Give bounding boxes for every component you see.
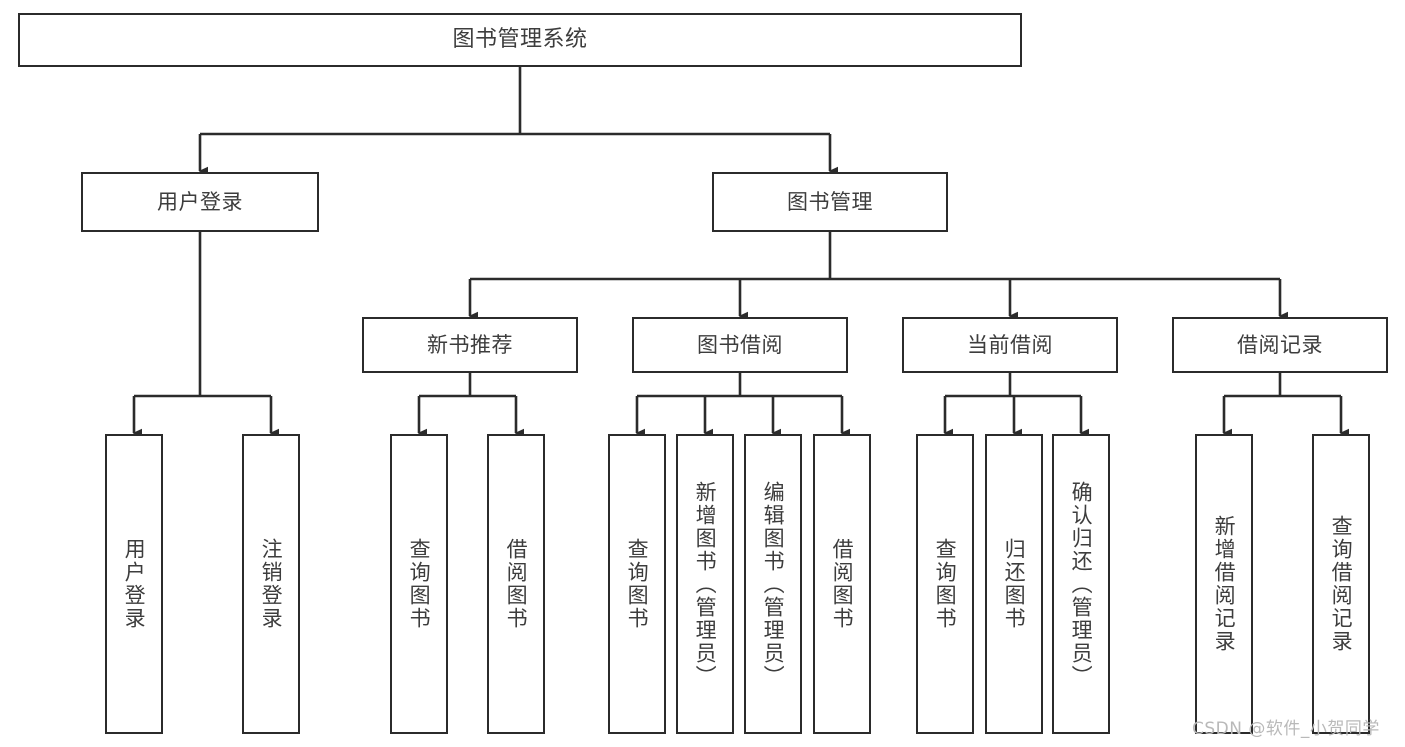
node-user-login[interactable]: 用户登录 [81,172,319,232]
node-leaf-add-record[interactable]: 新增借阅记录 [1195,434,1253,734]
node-leaf-borrow-book-1[interactable]: 借阅图书 [487,434,545,734]
node-leaf-edit-book[interactable]: 编辑图书（管理员） [744,434,802,734]
node-leaf-borrow-book-2[interactable]: 借阅图书 [813,434,871,734]
node-book-manage[interactable]: 图书管理 [712,172,948,232]
node-leaf-query-book-3[interactable]: 查询图书 [916,434,974,734]
node-leaf-return-book[interactable]: 归还图书 [985,434,1043,734]
node-leaf-query-book-2[interactable]: 查询图书 [608,434,666,734]
node-leaf-user-logout[interactable]: 注销登录 [242,434,300,734]
node-label: 图书借阅 [697,332,783,357]
node-label: 查询图书 [407,538,432,630]
node-label: 用户登录 [157,189,243,214]
node-label: 当前借阅 [967,332,1053,357]
node-leaf-query-record[interactable]: 查询借阅记录 [1312,434,1370,734]
node-label: 编辑图书（管理员） [761,480,786,688]
node-label: 新增图书（管理员） [693,480,718,688]
node-book-borrow[interactable]: 图书借阅 [632,317,848,373]
node-label: 新增借阅记录 [1212,515,1237,653]
node-label: 图书管理 [787,189,873,214]
node-label: 查询借阅记录 [1329,515,1354,653]
node-new-book-rec[interactable]: 新书推荐 [362,317,578,373]
node-label: 归还图书 [1002,538,1027,630]
node-label: 查询图书 [933,538,958,630]
node-label: 图书管理系统 [452,27,588,53]
node-leaf-query-book-1[interactable]: 查询图书 [390,434,448,734]
node-label: 注销登录 [259,538,284,630]
node-label: 确认归还（管理员） [1069,480,1094,688]
node-label: 新书推荐 [427,332,513,357]
node-label: 借阅记录 [1237,332,1323,357]
node-root[interactable]: 图书管理系统 [18,13,1022,67]
watermark-label: CSDN @软件_小贺同学 [1192,719,1380,739]
node-label: 借阅图书 [830,538,855,630]
node-borrow-record[interactable]: 借阅记录 [1172,317,1388,373]
node-leaf-confirm-ret[interactable]: 确认归还（管理员） [1052,434,1110,734]
node-label: 用户登录 [122,538,147,630]
node-label: 查询图书 [625,538,650,630]
node-label: 借阅图书 [504,538,529,630]
node-leaf-user-login[interactable]: 用户登录 [105,434,163,734]
node-leaf-add-book[interactable]: 新增图书（管理员） [676,434,734,734]
node-current-borrow[interactable]: 当前借阅 [902,317,1118,373]
